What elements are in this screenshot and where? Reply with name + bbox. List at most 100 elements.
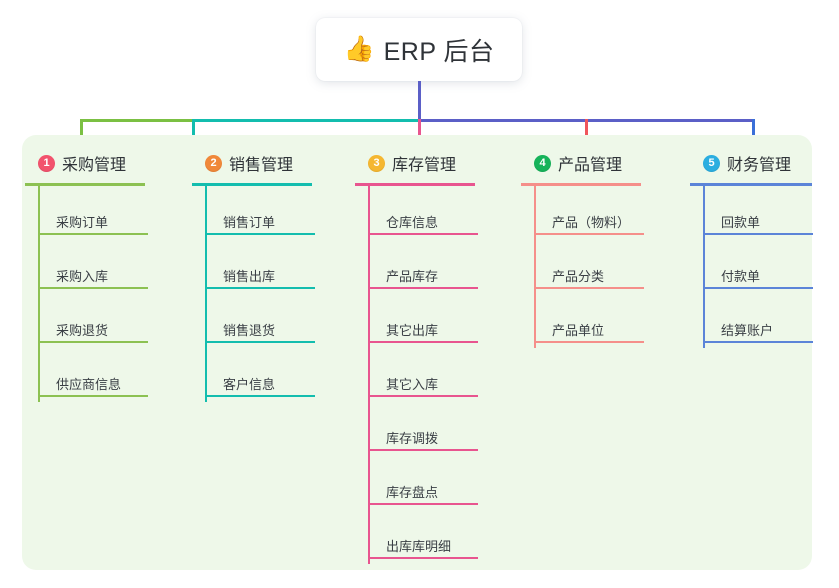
leaf-label: 销售退货 [223,323,276,338]
leaf-underline [703,287,813,289]
leaf-label: 库存调拨 [386,431,439,446]
branch-badge-4: 4 [534,154,551,172]
branches-panel [22,135,812,570]
leaf-spine-1 [38,186,40,402]
branch-underline-5 [690,183,812,186]
bus-green [80,119,192,122]
leaf-underline [534,233,644,235]
branch-header-1[interactable]: 1 采购管理 [25,149,185,177]
leaf-list-5: 回款单付款单结算账户 [690,186,839,348]
leaf-underline [368,449,478,451]
leaf-underline [205,395,315,397]
root-node-title: ERP 后台 [383,37,495,66]
leaf-node[interactable]: 产品（物料） [521,186,681,240]
leaf-underline [368,287,478,289]
drop-col-2 [192,119,195,149]
thumbs-up-icon: 👍 [343,35,375,63]
leaf-node[interactable]: 采购入库 [25,240,185,294]
leaf-node[interactable]: 回款单 [690,186,839,240]
leaf-node[interactable]: 客户信息 [192,348,352,402]
leaf-label: 供应商信息 [56,377,122,392]
leaf-label: 其它出库 [386,323,439,338]
leaf-label: 采购入库 [56,269,109,284]
leaf-label: 出库库明细 [386,539,452,554]
drop-col-3 [418,119,421,149]
leaf-spine-3 [368,186,370,564]
leaf-underline [534,287,644,289]
leaf-node[interactable]: 其它出库 [355,294,515,348]
leaf-node[interactable]: 采购退货 [25,294,185,348]
leaf-list-1: 采购订单采购入库采购退货供应商信息 [25,186,185,402]
branch-title-5: 财务管理 [727,157,792,174]
leaf-node[interactable]: 供应商信息 [25,348,185,402]
leaf-underline [368,233,478,235]
branch-header-4[interactable]: 4 产品管理 [521,149,681,177]
leaf-node[interactable]: 产品库存 [355,240,515,294]
branch-column-5: 5 财务管理回款单付款单结算账户 [690,149,839,348]
branch-header-5[interactable]: 5 财务管理 [690,149,839,177]
leaf-node[interactable]: 采购订单 [25,186,185,240]
leaf-underline [38,287,148,289]
branch-title-4: 产品管理 [558,157,623,174]
leaf-label: 销售出库 [223,269,276,284]
branch-underline-1 [25,183,145,186]
leaf-label: 产品分类 [552,269,605,284]
leaf-underline [38,341,148,343]
leaf-node[interactable]: 出库库明细 [355,510,515,564]
branch-underline-2 [192,183,312,186]
leaf-list-2: 销售订单销售出库销售退货客户信息 [192,186,352,402]
branch-title-2: 销售管理 [229,157,294,174]
leaf-label: 结算账户 [721,323,774,338]
leaf-label: 销售订单 [223,215,276,230]
branch-title-1: 采购管理 [62,157,127,174]
leaf-label: 产品库存 [386,269,439,284]
leaf-label: 客户信息 [223,377,276,392]
leaf-node[interactable]: 销售订单 [192,186,352,240]
leaf-label: 采购退货 [56,323,109,338]
leaf-underline [205,341,315,343]
leaf-underline [703,341,813,343]
leaf-underline [534,341,644,343]
leaf-label: 付款单 [721,269,761,284]
leaf-label: 产品单位 [552,323,605,338]
leaf-node[interactable]: 结算账户 [690,294,839,348]
leaf-underline [38,233,148,235]
leaf-label: 仓库信息 [386,215,439,230]
leaf-spine-5 [703,186,705,348]
leaf-underline [703,233,813,235]
branch-badge-5: 5 [703,154,720,172]
drop-col-5 [752,119,755,149]
leaf-underline [368,395,478,397]
leaf-list-4: 产品（物料） 产品分类产品单位 [521,186,681,348]
leaf-underline [205,233,315,235]
leaf-underline [205,287,315,289]
leaf-node[interactable]: 销售退货 [192,294,352,348]
branch-column-4: 4 产品管理产品（物料） 产品分类产品单位 [521,149,681,348]
branch-badge-1: 1 [38,154,55,172]
drop-col-1 [80,119,83,149]
root-stem-connector [418,81,421,121]
leaf-underline [38,395,148,397]
leaf-underline [368,557,478,559]
leaf-node[interactable]: 仓库信息 [355,186,515,240]
leaf-label: 产品（物料） [552,215,631,230]
branch-underline-3 [355,183,475,186]
leaf-node[interactable]: 销售出库 [192,240,352,294]
branch-underline-4 [521,183,641,186]
root-node-card[interactable]: 👍 ERP 后台 [316,18,522,81]
leaf-node[interactable]: 产品分类 [521,240,681,294]
leaf-node[interactable]: 其它入库 [355,348,515,402]
branch-column-1: 1 采购管理采购订单采购入库采购退货供应商信息 [25,149,185,402]
branch-title-3: 库存管理 [392,157,457,174]
leaf-node[interactable]: 库存盘点 [355,456,515,510]
leaf-node[interactable]: 库存调拨 [355,402,515,456]
leaf-node[interactable]: 付款单 [690,240,839,294]
leaf-label: 其它入库 [386,377,439,392]
leaf-list-3: 仓库信息产品库存其它出库其它入库库存调拨库存盘点出库库明细 [355,186,515,564]
leaf-spine-2 [205,186,207,402]
leaf-node[interactable]: 产品单位 [521,294,681,348]
